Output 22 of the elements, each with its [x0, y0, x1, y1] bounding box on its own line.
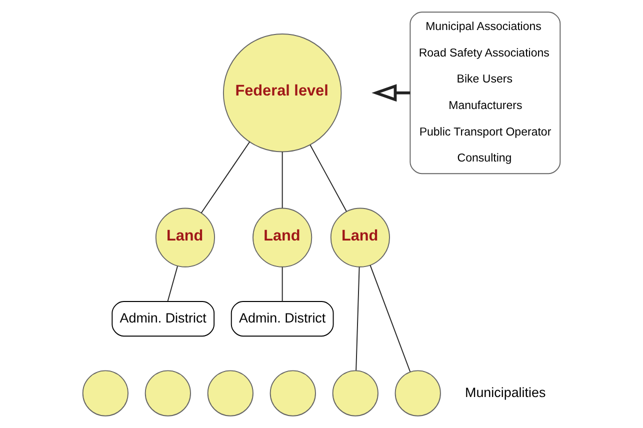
- node-box: Municipal Associations Road Safety Associations Bike Users Manufacturers Public Transport Operator Consulting: [410, 12, 561, 174]
- node-circle: Land: [252, 208, 312, 268]
- connector: [200, 141, 250, 214]
- connector: [282, 151, 283, 208]
- node-circle: Land: [155, 208, 216, 268]
- node-circle: [207, 370, 254, 416]
- node-circle: [270, 370, 316, 416]
- label: Municipalities: [465, 384, 546, 400]
- arrow: [372, 84, 410, 102]
- connector: [282, 266, 283, 302]
- node-circle: [332, 370, 378, 416]
- node-box: Admin. District: [112, 301, 215, 337]
- node-circle: [82, 370, 128, 416]
- node-circle: [144, 370, 191, 416]
- node-circle: [394, 370, 441, 416]
- connector: [370, 264, 411, 372]
- connector: [310, 144, 347, 212]
- connector: [356, 266, 360, 371]
- connector: [167, 266, 178, 302]
- node-circle: Land: [330, 208, 390, 268]
- node-circle: Federal level: [222, 34, 342, 152]
- node-box: Admin. District: [230, 301, 334, 337]
